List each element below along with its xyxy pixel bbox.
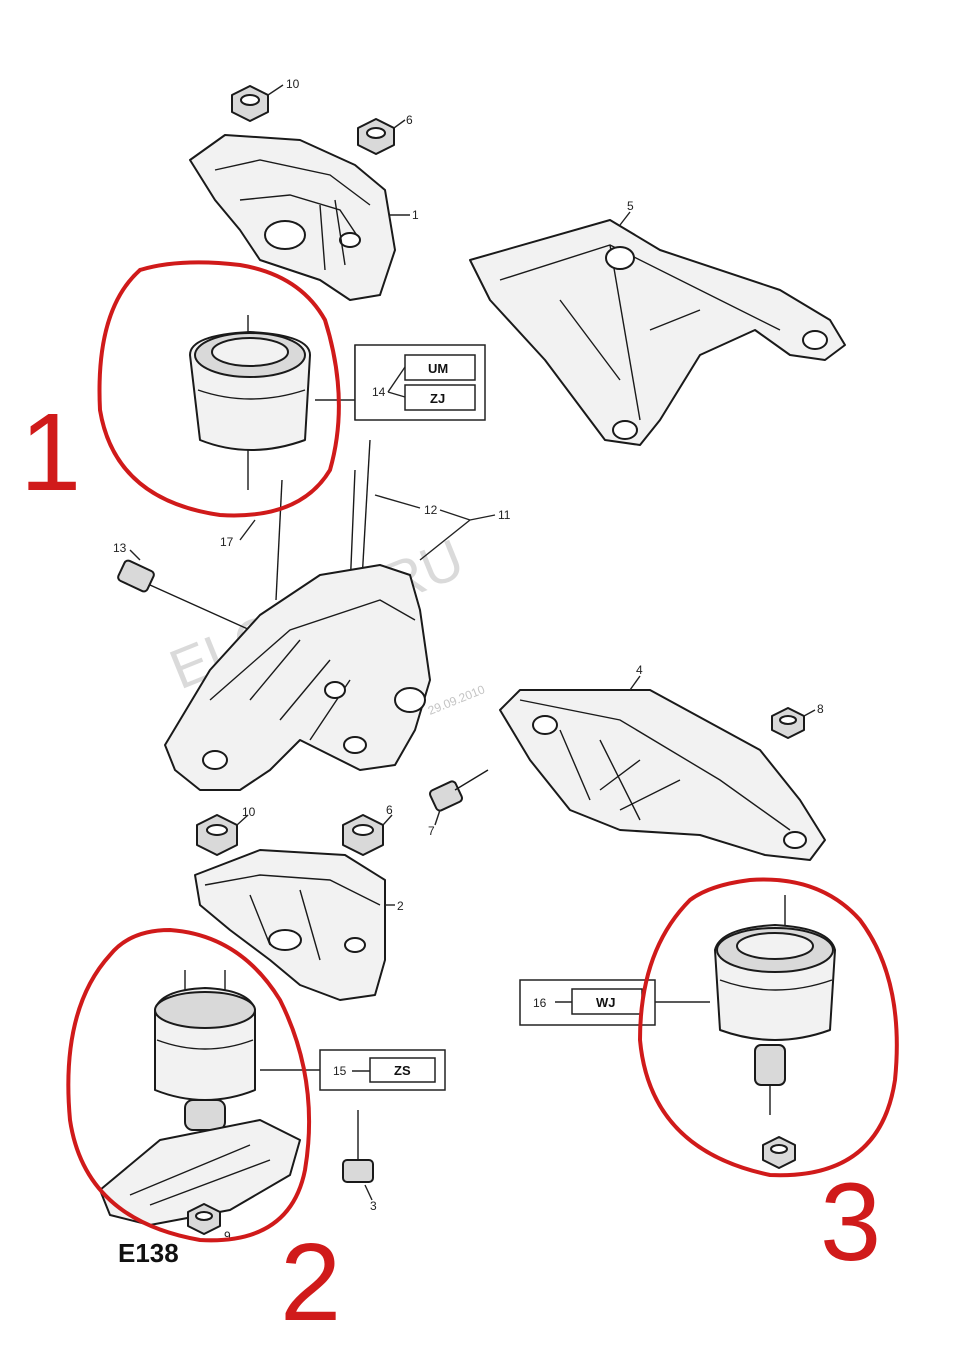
handwritten-mark-3: 3 xyxy=(820,1161,881,1284)
watermark-date: 29.09.2010 xyxy=(426,682,487,718)
callout-10-top: 10 xyxy=(286,77,300,91)
callout-1: 1 xyxy=(412,208,419,222)
callout-10-mid: 10 xyxy=(242,805,256,819)
bracket-2 xyxy=(194,849,386,1001)
bolt-13 xyxy=(117,559,251,631)
callout-14: 14 xyxy=(372,385,386,399)
nut-6-mid xyxy=(342,814,384,856)
bolt-3 xyxy=(342,1110,374,1183)
leader-lines xyxy=(129,84,816,1201)
callout-7: 7 xyxy=(428,824,435,838)
handwritten-mark-1: 1 xyxy=(20,391,81,514)
callout-6-top: 6 xyxy=(406,113,413,127)
mount-16 xyxy=(714,895,836,1115)
bracket-1 xyxy=(189,134,396,301)
code-box-14: 14 UM ZJ xyxy=(315,344,486,421)
callout-12: 12 xyxy=(424,503,438,517)
code-box-16: 16 WJ xyxy=(519,979,710,1026)
bracket-4 xyxy=(499,689,826,861)
callout-15: 15 xyxy=(333,1064,347,1078)
callout-13: 13 xyxy=(113,541,127,555)
callout-9: 9 xyxy=(224,1229,231,1243)
callout-4: 4 xyxy=(636,663,643,677)
callout-16: 16 xyxy=(533,996,547,1010)
nut-9-right xyxy=(762,1136,796,1169)
bracket-11 xyxy=(164,564,431,791)
bracket-5 xyxy=(469,219,846,446)
red-circle-1 xyxy=(97,260,341,518)
callout-5: 5 xyxy=(627,199,634,213)
nut-6-top xyxy=(357,118,395,155)
code-wj: WJ xyxy=(596,995,616,1010)
callout-2: 2 xyxy=(397,899,404,913)
bolt-7 xyxy=(428,769,489,812)
red-circle-2 xyxy=(66,927,312,1243)
callout-17: 17 xyxy=(220,535,234,549)
nut-10-mid xyxy=(196,814,238,856)
callout-11: 11 xyxy=(498,508,511,522)
nut-9 xyxy=(187,1203,221,1235)
nut-8 xyxy=(771,707,805,739)
mount-14 xyxy=(189,315,311,490)
diagram-id-label: E138 xyxy=(118,1238,179,1268)
code-zj: ZJ xyxy=(430,391,445,406)
red-circle-3 xyxy=(637,877,899,1178)
code-box-15: 15 ZS xyxy=(260,1049,446,1091)
handwritten-mark-2: 2 xyxy=(280,1221,341,1344)
callout-8: 8 xyxy=(817,702,824,716)
callout-6-mid: 6 xyxy=(386,803,393,817)
mount-15 xyxy=(99,970,301,1226)
nut-10-top xyxy=(231,85,269,122)
code-um: UM xyxy=(428,361,448,376)
callout-3: 3 xyxy=(370,1199,377,1213)
code-zs: ZS xyxy=(394,1063,411,1078)
